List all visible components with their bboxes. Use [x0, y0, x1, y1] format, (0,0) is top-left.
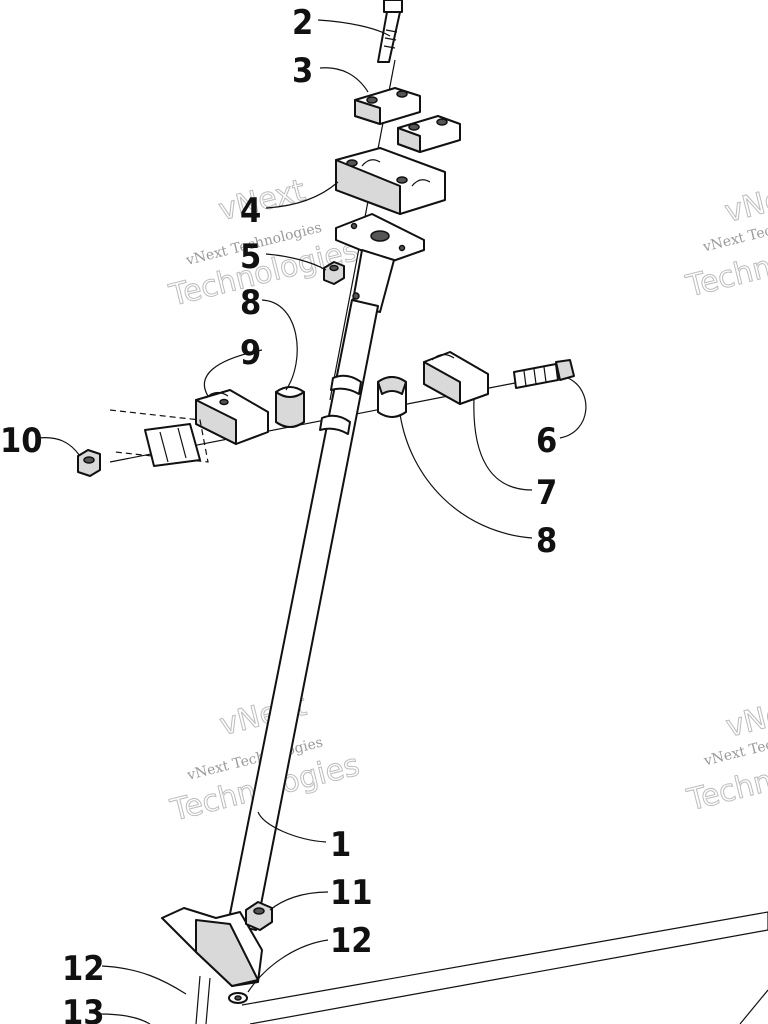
callout-1: 1 — [330, 825, 351, 865]
lock-nut-part-10 — [77, 449, 101, 477]
callout-5: 5 — [240, 237, 261, 277]
steering-post-part-1 — [227, 299, 379, 931]
callout-12-right: 12 — [330, 921, 373, 961]
washer-part-12 — [228, 992, 248, 1004]
callout-12-left: 12 — [62, 949, 105, 989]
callout-8-lower: 8 — [536, 521, 557, 561]
callout-6: 6 — [536, 421, 557, 461]
watermark-top: vNext — [721, 175, 768, 230]
bolt-part-2 — [377, 0, 403, 63]
callout-9: 9 — [240, 333, 261, 373]
callout-11: 11 — [330, 873, 373, 913]
watermark-top: vNext — [723, 689, 768, 744]
callout-13: 13 — [62, 993, 105, 1024]
clamp-cap-part-3 — [354, 87, 421, 125]
bolt-part-6 — [513, 359, 575, 389]
clamp-block-part-4 — [335, 147, 446, 215]
watermark-top: vNext — [215, 173, 309, 228]
frame-plate — [241, 911, 768, 1024]
clamp-block-part-9 — [195, 389, 269, 445]
handlebar-ghost — [109, 409, 209, 467]
watermark: vNext vNext Technologies Technologies — [683, 689, 768, 819]
steering-arm-bracket — [161, 907, 263, 1024]
steering-post-bracket — [335, 213, 425, 313]
clamp-cap-part-7 — [423, 351, 489, 405]
callout-8-upper: 8 — [240, 283, 261, 323]
callout-10: 10 — [0, 421, 43, 461]
nut-part-11 — [245, 901, 273, 931]
callout-3: 3 — [292, 51, 313, 91]
callout-labels: 2 3 4 5 8 9 10 6 7 8 1 11 12 12 13 — [0, 3, 557, 1024]
leader-lines — [37, 19, 587, 1024]
callout-4: 4 — [240, 191, 261, 231]
callout-2: 2 — [292, 3, 313, 43]
nut-part-5 — [323, 261, 345, 285]
callout-7: 7 — [536, 473, 557, 513]
clamp-cap-part-3b — [397, 115, 461, 153]
bushing-part-8-right — [377, 376, 407, 418]
watermark: vNext vNext Technologies Technologies — [682, 174, 768, 305]
bushing-part-8-left — [275, 386, 305, 428]
